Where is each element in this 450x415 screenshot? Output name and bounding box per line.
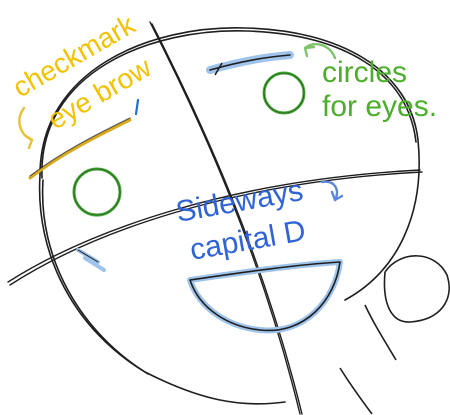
left-eye [72, 167, 122, 217]
neck-lines [339, 304, 397, 415]
checkmark-eyebrow-arrow-icon [18, 106, 34, 150]
svg-text:circles: circles [322, 56, 407, 89]
head-outline [38, 27, 420, 405]
right-eyebrow [206, 51, 294, 76]
annotation-eyes: circles for eyes. [322, 56, 437, 123]
left-eyebrow [28, 98, 140, 180]
annotation-eyebrow: checkmark eye brow [8, 8, 158, 135]
mouth [187, 259, 343, 334]
svg-text:for eyes.: for eyes. [322, 90, 437, 123]
mouth-arrow-icon [320, 180, 344, 202]
cheek-blush [76, 248, 106, 272]
circle-eye-arrow-icon [303, 43, 337, 60]
right-eye [262, 71, 306, 115]
ear [383, 255, 450, 323]
guide-lines [7, 21, 423, 415]
